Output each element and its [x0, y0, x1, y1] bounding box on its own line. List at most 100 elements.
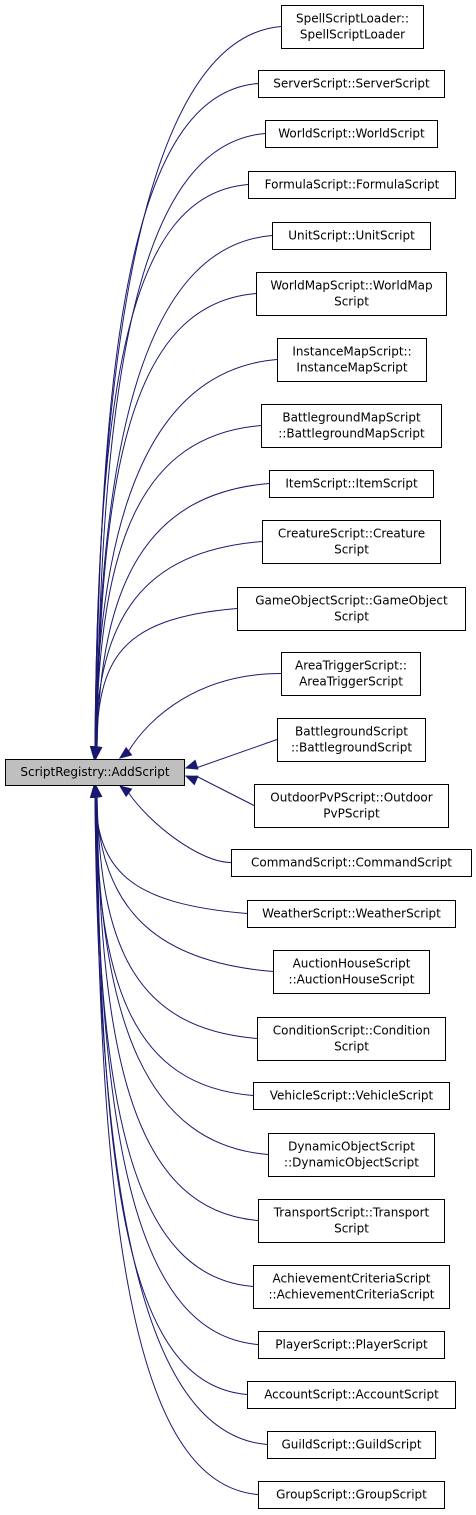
caller-node-formulascript[interactable]: FormulaScript::FormulaScript [248, 171, 456, 199]
caller-node-instancemapscript-label-line-1: InstanceMapScript:: [292, 345, 411, 359]
caller-node-formulascript-box [248, 171, 456, 199]
caller-node-worldscript[interactable]: WorldScript::WorldScript [265, 120, 438, 148]
caller-node-weatherscript[interactable]: WeatherScript::WeatherScript [247, 900, 456, 928]
edges-layer [89, 26, 282, 1495]
arrowhead-gameobjectscript [90, 746, 102, 760]
root-node-scriptregistry-addscript[interactable]: ScriptRegistry::AddScript [5, 759, 185, 786]
caller-node-guildscript-label-line-1: GuildScript::GuildScript [281, 1438, 421, 1452]
nodes-layer: ScriptRegistry::AddScript SpellScriptLoad… [5, 5, 472, 1509]
edge-line-weatherscript [94, 795, 248, 914]
caller-node-gameobjectscript[interactable]: GameObjectScript::GameObjectScript [237, 587, 466, 631]
caller-node-serverscript[interactable]: ServerScript::ServerScript [258, 70, 445, 98]
caller-node-creaturescript-label-line-2: Script [334, 543, 369, 557]
caller-node-conditionscript-label-line-2: Script [334, 1040, 369, 1054]
edge-line-groupscript [95, 795, 259, 1495]
caller-node-vehiclescript-box [253, 1082, 450, 1110]
caller-node-commandscript-label-line-1: CommandScript::CommandScript [251, 856, 452, 870]
caller-node-transportscript-label-line-1: TransportScript::Transport [273, 1206, 430, 1220]
caller-node-auctionhousescript-box [273, 950, 430, 994]
edge-outdoorpvpscript [184, 775, 255, 806]
caller-node-creaturescript[interactable]: CreatureScript::CreatureScript [262, 520, 441, 564]
caller-node-auctionhousescript-label-line-1: AuctionHouseScript [293, 957, 411, 971]
caller-node-dynamicobjectscript-label-line-1: DynamicObjectScript [288, 1140, 415, 1154]
edge-gameobjectscript [90, 608, 238, 760]
edge-line-battlegroundmapscript [95, 425, 262, 749]
caller-node-groupscript-box [258, 1481, 445, 1509]
caller-node-transportscript[interactable]: TransportScript::TransportScript [258, 1199, 445, 1243]
edge-line-unitscript [95, 235, 273, 749]
caller-node-battlegroundmapscript-label-line-2: ::BattlegroundMapScript [278, 427, 425, 441]
caller-node-outdoorpvpscript-label-line-1: OutdoorPvPScript::Outdoor [270, 791, 433, 805]
caller-node-instancemapscript[interactable]: InstanceMapScript::InstanceMapScript [277, 338, 427, 382]
caller-node-dynamicobjectscript-box [268, 1133, 435, 1177]
edge-line-formulascript [94, 184, 249, 749]
caller-node-battlegroundmapscript[interactable]: BattlegroundMapScript::BattlegroundMapSc… [261, 404, 442, 448]
caller-node-battlegroundmapscript-label-line-1: BattlegroundMapScript [282, 411, 421, 425]
caller-node-conditionscript-box [257, 1017, 446, 1061]
caller-node-unitscript-box [272, 222, 431, 250]
edge-line-serverscript [95, 83, 259, 749]
caller-node-spellscriptloader-label-line-2: SpellScriptLoader [300, 28, 405, 42]
caller-node-vehiclescript[interactable]: VehicleScript::VehicleScript [253, 1082, 450, 1110]
caller-node-weatherscript-box [247, 900, 456, 928]
arrowhead-outdoorpvpscript [184, 775, 199, 786]
caller-node-conditionscript-label-line-1: ConditionScript::Condition [273, 1024, 430, 1038]
caller-node-dynamicobjectscript[interactable]: DynamicObjectScript::DynamicObjectScript [268, 1133, 435, 1177]
caller-node-conditionscript[interactable]: ConditionScript::ConditionScript [257, 1017, 446, 1061]
edge-areatriggerscript [118, 673, 282, 759]
caller-node-serverscript-label-line-1: ServerScript::ServerScript [273, 77, 430, 91]
caller-node-achievementcriteriascript[interactable]: AchievementCriteriaScript::AchievementCr… [253, 1265, 450, 1309]
caller-node-battlegroundscript-box [277, 718, 426, 762]
caller-node-unitscript-label-line-1: UnitScript::UnitScript [288, 229, 415, 243]
caller-node-guildscript[interactable]: GuildScript::GuildScript [267, 1431, 436, 1459]
caller-node-creaturescript-label-line-1: CreatureScript::Creature [278, 527, 425, 541]
caller-node-worldmapscript-label-line-2: Script [334, 295, 369, 309]
caller-node-battlegroundmapscript-box [261, 404, 442, 448]
caller-node-achievementcriteriascript-box [253, 1265, 450, 1309]
caller-node-outdoorpvpscript-label-line-2: PvPScript [323, 807, 380, 821]
caller-node-battlegroundscript-label-line-1: BattlegroundScript [295, 725, 408, 739]
caller-node-itemscript-box [269, 470, 434, 498]
edge-line-creaturescript [94, 541, 263, 749]
caller-node-unitscript[interactable]: UnitScript::UnitScript [272, 222, 431, 250]
caller-node-playerscript[interactable]: PlayerScript::PlayerScript [258, 1331, 445, 1359]
caller-node-battlegroundscript-label-line-2: ::BattlegroundScript [291, 741, 412, 755]
caller-node-itemscript-label-line-1: ItemScript::ItemScript [285, 477, 418, 491]
caller-node-itemscript[interactable]: ItemScript::ItemScript [269, 470, 434, 498]
caller-node-commandscript[interactable]: CommandScript::CommandScript [231, 849, 472, 877]
edge-worldscript [91, 133, 266, 760]
caller-node-areatriggerscript-label-line-1: AreaTriggerScript:: [295, 659, 407, 673]
caller-node-transportscript-box [258, 1199, 445, 1243]
edge-dynamicobjectscript [90, 784, 269, 1155]
caller-node-instancemapscript-box [277, 338, 427, 382]
edge-line-commandscript [127, 791, 232, 863]
edge-commandscript [118, 785, 232, 863]
edge-weatherscript [89, 784, 248, 914]
caller-node-worldmapscript-box [256, 272, 447, 316]
caller-node-vehiclescript-label-line-1: VehicleScript::VehicleScript [270, 1089, 434, 1103]
caller-node-gameobjectscript-label-line-2: Script [334, 610, 369, 624]
edge-guildscript [89, 784, 268, 1445]
caller-node-areatriggerscript[interactable]: AreaTriggerScript::AreaTriggerScript [281, 652, 421, 696]
caller-node-worldmapscript[interactable]: WorldMapScript::WorldMapScript [256, 272, 447, 316]
caller-node-guildscript-box [267, 1431, 436, 1459]
caller-node-battlegroundscript[interactable]: BattlegroundScript::BattlegroundScript [277, 718, 426, 762]
caller-node-playerscript-label-line-1: PlayerScript::PlayerScript [275, 1338, 428, 1352]
edge-line-transportscript [96, 795, 259, 1221]
caller-node-spellscriptloader-label-line-1: SpellScriptLoader:: [296, 12, 409, 26]
arrowhead-battlegroundscript [184, 759, 199, 770]
edge-unitscript [90, 235, 273, 760]
edge-battlegroundmapscript [90, 425, 262, 760]
caller-node-auctionhousescript[interactable]: AuctionHouseScript::AuctionHouseScript [273, 950, 430, 994]
edge-battlegroundscript [184, 739, 278, 770]
caller-node-spellscriptloader[interactable]: SpellScriptLoader::SpellScriptLoader [281, 5, 424, 49]
caller-node-worldmapscript-label-line-1: WorldMapScript::WorldMap [270, 279, 432, 293]
caller-node-accountscript[interactable]: AccountScript::AccountScript [247, 1381, 456, 1409]
caller-node-groupscript[interactable]: GroupScript::GroupScript [258, 1481, 445, 1509]
edge-groupscript [90, 784, 259, 1495]
edge-line-conditionscript [96, 795, 258, 1039]
caller-node-serverscript-box [258, 70, 445, 98]
caller-node-outdoorpvpscript[interactable]: OutdoorPvPScript::OutdoorPvPScript [254, 784, 449, 828]
root-node-scriptregistry-addscript-label-line-1: ScriptRegistry::AddScript [20, 765, 169, 779]
edge-line-accountscript [96, 795, 248, 1395]
